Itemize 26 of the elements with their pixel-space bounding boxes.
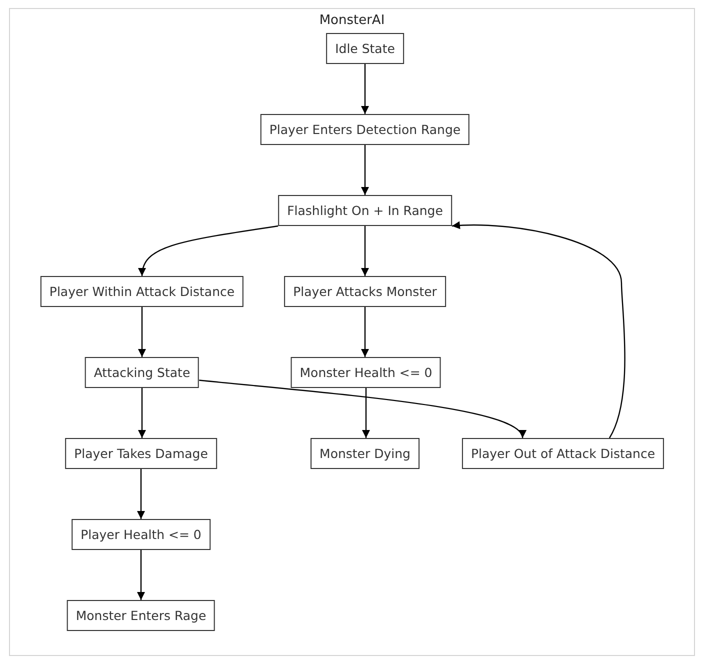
arrow bbox=[138, 388, 146, 438]
state-box: Attacking State bbox=[84, 357, 200, 388]
arrow bbox=[361, 226, 369, 276]
state-box: Player Enters Detection Range bbox=[260, 114, 470, 145]
arrow bbox=[138, 225, 278, 276]
state-box: Player Attacks Monster bbox=[284, 276, 446, 307]
state-box: Player Health <= 0 bbox=[72, 519, 210, 550]
arrow bbox=[362, 388, 370, 438]
state-box: Idle State bbox=[326, 33, 404, 64]
arrow bbox=[199, 380, 524, 438]
arrow bbox=[137, 550, 145, 600]
state-box: Monster Enters Rage bbox=[66, 600, 216, 631]
group-frame bbox=[9, 8, 695, 656]
arrow bbox=[452, 222, 626, 438]
state-box: Monster Health <= 0 bbox=[290, 357, 442, 388]
state-box: Flashlight On + In Range bbox=[278, 195, 452, 226]
state-box: Monster Dying bbox=[310, 438, 420, 469]
arrow bbox=[361, 145, 369, 195]
arrow bbox=[137, 469, 145, 519]
arrow bbox=[361, 307, 369, 357]
state-box: Player Within Attack Distance bbox=[40, 276, 244, 307]
arrow bbox=[138, 307, 146, 357]
state-box: Player Out of Attack Distance bbox=[462, 438, 664, 469]
state-box: Player Takes Damage bbox=[65, 438, 217, 469]
arrow bbox=[361, 64, 369, 114]
group-title: MonsterAI bbox=[318, 13, 386, 28]
